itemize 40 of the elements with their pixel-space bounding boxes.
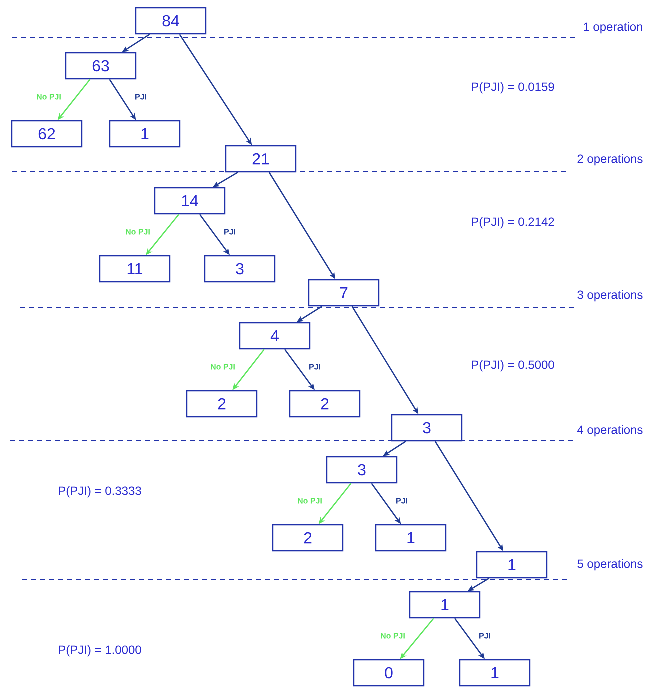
- level-label: 5 operations: [578, 559, 643, 571]
- edge-label: PJI: [134, 93, 148, 101]
- number-box: 14: [154, 187, 226, 215]
- number-box: 63: [65, 52, 137, 80]
- number-box: 21: [225, 145, 297, 173]
- edge-label: PJI: [478, 632, 492, 640]
- number-box: 3: [326, 456, 398, 484]
- edge-label: No PJI: [124, 228, 152, 236]
- edge-label: PJI: [223, 228, 237, 236]
- edge-label: PJI: [308, 363, 322, 371]
- number-box: 2: [186, 390, 258, 418]
- number-box: 1: [109, 120, 181, 148]
- number-box: 1: [476, 551, 548, 579]
- edge-label: No PJI: [380, 632, 406, 640]
- number-box: 3: [204, 255, 276, 283]
- level-label: P(PJI) = 0.2142: [472, 217, 554, 229]
- number-box: 0: [353, 659, 425, 687]
- number-box: 11: [99, 255, 171, 283]
- number-box: 84: [135, 7, 207, 35]
- number-box: 2: [289, 390, 361, 418]
- level-label: 3 operations: [578, 290, 643, 302]
- edge-label: No PJI: [296, 497, 324, 505]
- number-box: 7: [308, 279, 380, 307]
- number-box: 2: [272, 524, 344, 552]
- level-label: P(PJI) = 0.0159: [472, 82, 554, 94]
- number-box: 1: [375, 524, 447, 552]
- edge-label: No PJI: [210, 363, 236, 371]
- number-box: 4: [239, 322, 311, 350]
- number-box: 62: [11, 120, 83, 148]
- edge-label: PJI: [395, 497, 409, 505]
- level-label: P(PJI) = 0.5000: [472, 360, 554, 372]
- level-label: P(PJI) = 1.0000: [59, 645, 142, 657]
- level-label: 2 operations: [578, 154, 643, 166]
- level-label: 4 operations: [577, 425, 643, 437]
- level-label: P(PJI) = 0.3333: [59, 486, 142, 498]
- number-box: 1: [459, 659, 531, 687]
- edge-label: No PJI: [36, 93, 62, 101]
- number-box: 3: [391, 414, 463, 442]
- level-label: 1 operation: [584, 22, 642, 34]
- number-box: 1: [409, 591, 481, 619]
